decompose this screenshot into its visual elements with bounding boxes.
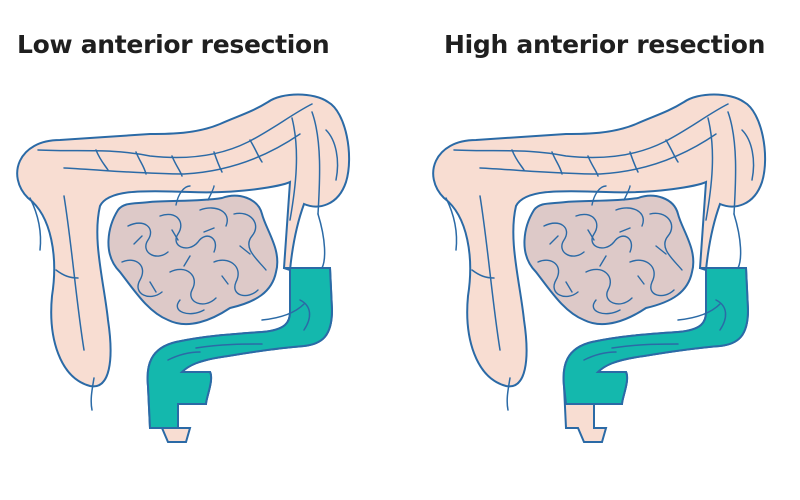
colon-diagram (16, 93, 351, 443)
panel-title: Low anterior resection (17, 30, 330, 59)
panel-low-anterior-resection: Low anterior resection (16, 30, 351, 443)
panel-title: High anterior resection (444, 30, 766, 59)
colon-diagram (432, 93, 767, 443)
panel-high-anterior-resection: High anterior resection (416, 0, 800, 500)
